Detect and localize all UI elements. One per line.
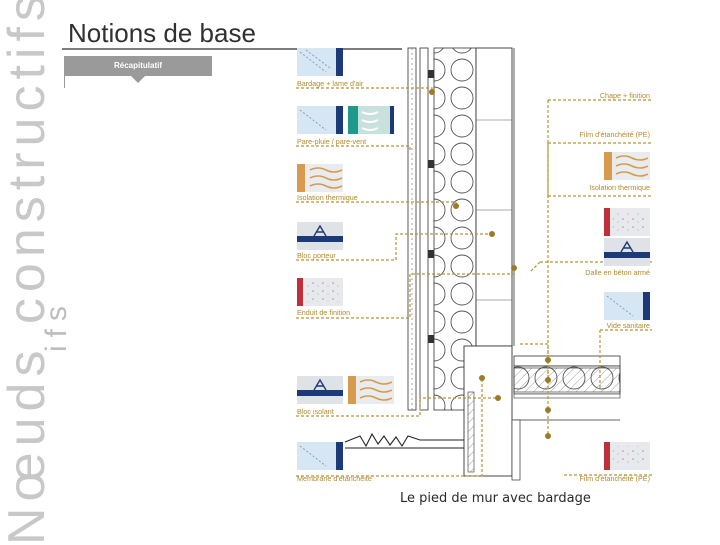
rain-screen-icon: [297, 106, 343, 134]
leader-lines: [296, 87, 652, 477]
tab-edge: [64, 76, 65, 88]
diagram-caption: Le pied de mur avec bardage: [400, 491, 591, 506]
label-pe-film-bottom: Film d'étanchéité (PE): [580, 474, 650, 483]
label-insulation: Isolation thermique: [297, 193, 358, 202]
cladding-icon: [297, 48, 343, 76]
label-pe-film-top: Film d'étanchéité (PE): [580, 130, 650, 139]
wall-section: [344, 47, 621, 481]
page-title: Notions de base: [68, 18, 256, 48]
insulating-block-insulation-icon: [348, 376, 394, 404]
load-bearing-block-icon: [297, 222, 343, 250]
slab-block-icon: [604, 238, 650, 266]
label-cladding: Bardage + lame d'air: [297, 79, 364, 88]
right-labels: Chape + finition Film d'étanchéité (PE) …: [580, 91, 650, 483]
render-finish-icon: [297, 278, 343, 306]
right-legend-icons: [604, 152, 650, 470]
label-concrete-slab: Dalle en béton armé: [585, 268, 650, 277]
left-legend-icons: [297, 48, 394, 470]
waterproof-membrane-icon: [297, 442, 343, 470]
label-membrane: Membrane d'étanchéité: [297, 474, 372, 483]
vapour-barrier-icon: [348, 106, 394, 134]
label-insulating-block: Bloc isolant: [297, 407, 334, 416]
title-divider: [62, 48, 402, 50]
leader-dots: [429, 89, 551, 439]
insulating-block-icon: [297, 376, 343, 404]
recap-tab[interactable]: Récapitulatif: [64, 56, 212, 76]
bottom-film-icon: [604, 442, 650, 470]
tab-pointer: [131, 76, 145, 83]
label-crawl-space: Vide sanitaire: [607, 321, 650, 330]
insulation-icon: [297, 164, 343, 192]
right-insulation-icon: [604, 152, 650, 180]
label-rain-screen: Pare-pluie / pare-vent: [297, 137, 366, 146]
crawl-space-icon: [604, 292, 650, 320]
concrete-slab-icon: [604, 208, 650, 236]
left-labels: Bardage + lame d'air Pare-pluie / pare-v…: [297, 79, 372, 483]
label-render-finish: Enduit de finition: [297, 308, 350, 317]
label-screed: Chape + finition: [600, 91, 650, 100]
label-right-insulation: Isolation thermique: [589, 183, 650, 192]
label-load-bearing-block: Bloc porteur: [297, 251, 336, 260]
